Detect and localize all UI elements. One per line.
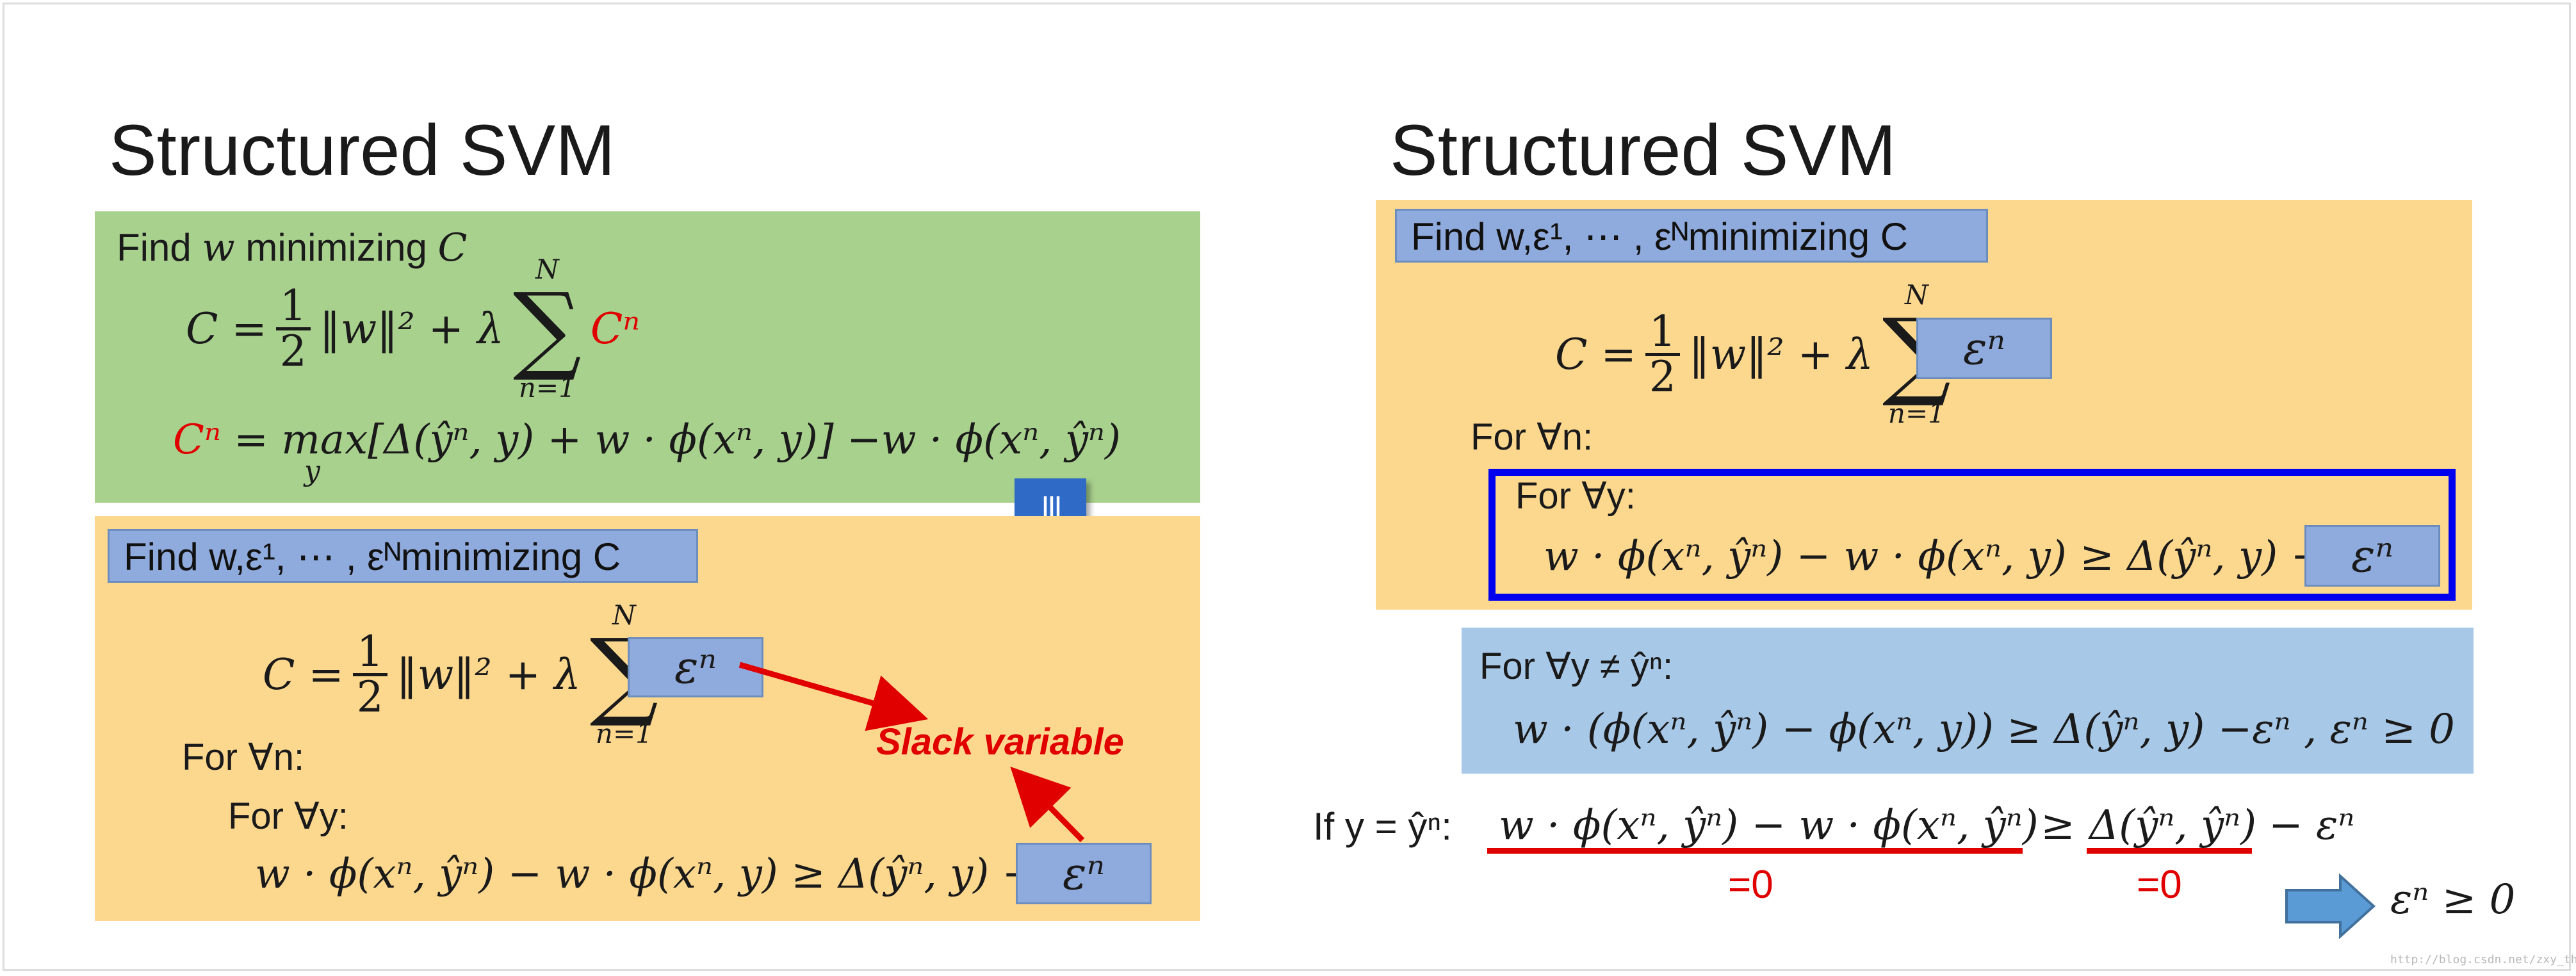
left-green-cn-formula: Cⁿ = max[Δ(ŷⁿ, y) + w · ϕ(xⁿ, y)] −w · ϕ… — [173, 416, 1121, 464]
right-constraint: w · ϕ(xⁿ, ŷⁿ) − w · ϕ(xⁿ, y) ≥ Δ(ŷⁿ, y) … — [1544, 533, 2326, 580]
right-for-all-y: For ∀y: — [1515, 475, 1636, 517]
right-orange-panel — [1376, 200, 2472, 610]
right-orange-cost-formula: C = 12 ‖w‖² + λ N∑n=1 — [1555, 282, 1951, 427]
if-term1: w · ϕ(xⁿ, ŷⁿ) − w · ϕ(xⁿ, ŷⁿ) — [1499, 802, 2039, 849]
right-eps-box: εⁿ — [1916, 318, 2052, 379]
var-w: w — [202, 225, 235, 270]
cost-lhs: C = — [1555, 329, 1636, 379]
minimizing-word: minimizing — [245, 226, 427, 269]
max-subscript: y — [304, 455, 320, 487]
arrow-eps2-to-slack — [1010, 767, 1085, 843]
right-find-label-box: Find w,ε¹, ⋯ , εᴺminimizing C — [1395, 209, 1988, 263]
left-eps-box-2: εⁿ — [1016, 843, 1152, 904]
cost-lhs: C = — [263, 649, 344, 699]
cn-term: Cⁿ — [590, 304, 640, 354]
right-blue-panel — [1462, 628, 2474, 774]
left-for-all-n: For ∀n: — [182, 736, 305, 778]
blue-constraint: w · (ϕ(xⁿ, ŷⁿ) − ϕ(xⁿ, y)) ≥ Δ(ŷⁿ, y) −ε… — [1513, 706, 2455, 753]
if-y-prefix: If y = ŷⁿ: — [1313, 805, 1452, 848]
zero-label-1: =0 — [1728, 863, 1773, 907]
underline-term1 — [1487, 848, 2023, 854]
underline-term2 — [2087, 848, 2252, 854]
var-c: C — [437, 225, 468, 270]
right-eps-box-2: εⁿ — [2304, 525, 2440, 587]
sum-symbol: N∑n=1 — [512, 254, 582, 403]
for-all-y-not-yhat: For ∀y ≠ ŷⁿ: — [1480, 646, 1674, 687]
right-for-all-n: For ∀n: — [1471, 416, 1594, 458]
right-slide-title: Structured SVM — [1390, 110, 1896, 190]
highlight-frame — [1488, 469, 2456, 601]
left-find-label-box: Find w,ε¹, ⋯ , εᴺminimizing C — [108, 529, 698, 583]
slide-frame — [3, 3, 2571, 971]
left-green-panel — [95, 211, 1200, 503]
left-slide-title: Structured SVM — [109, 110, 615, 190]
if-tail: − εⁿ — [2269, 802, 2355, 849]
cost-lhs: C = — [186, 304, 267, 354]
left-green-find-line: Find w minimizing C — [117, 225, 467, 270]
find-word: Find — [117, 226, 192, 269]
norm-term: ‖w‖² + λ — [319, 304, 504, 354]
conclusion-formula: εⁿ ≥ 0 — [2390, 876, 2516, 923]
norm-term: ‖w‖² + λ — [396, 649, 581, 699]
cn-rhs: = max[Δ(ŷⁿ, y) + w · ϕ(xⁿ, y)] −w · ϕ(xⁿ… — [234, 416, 1121, 464]
left-constraint: w · ϕ(xⁿ, ŷⁿ) − w · ϕ(xⁿ, y) ≥ Δ(ŷⁿ, y) … — [255, 850, 1037, 898]
zero-label-2: =0 — [2137, 863, 2182, 907]
cn-lhs: Cⁿ — [173, 416, 221, 464]
arrow-eps-to-slack — [738, 662, 929, 731]
if-term2: Δ(ŷⁿ, ŷⁿ) — [2089, 802, 2257, 849]
watermark: http://blog.csdn.net/zxy_thu — [2390, 953, 2576, 966]
norm-term: ‖w‖² + λ — [1688, 329, 1873, 379]
implies-arrow-icon — [2285, 874, 2376, 939]
if-geq: ≥ — [2041, 802, 2075, 849]
left-for-all-y: For ∀y: — [228, 795, 348, 837]
